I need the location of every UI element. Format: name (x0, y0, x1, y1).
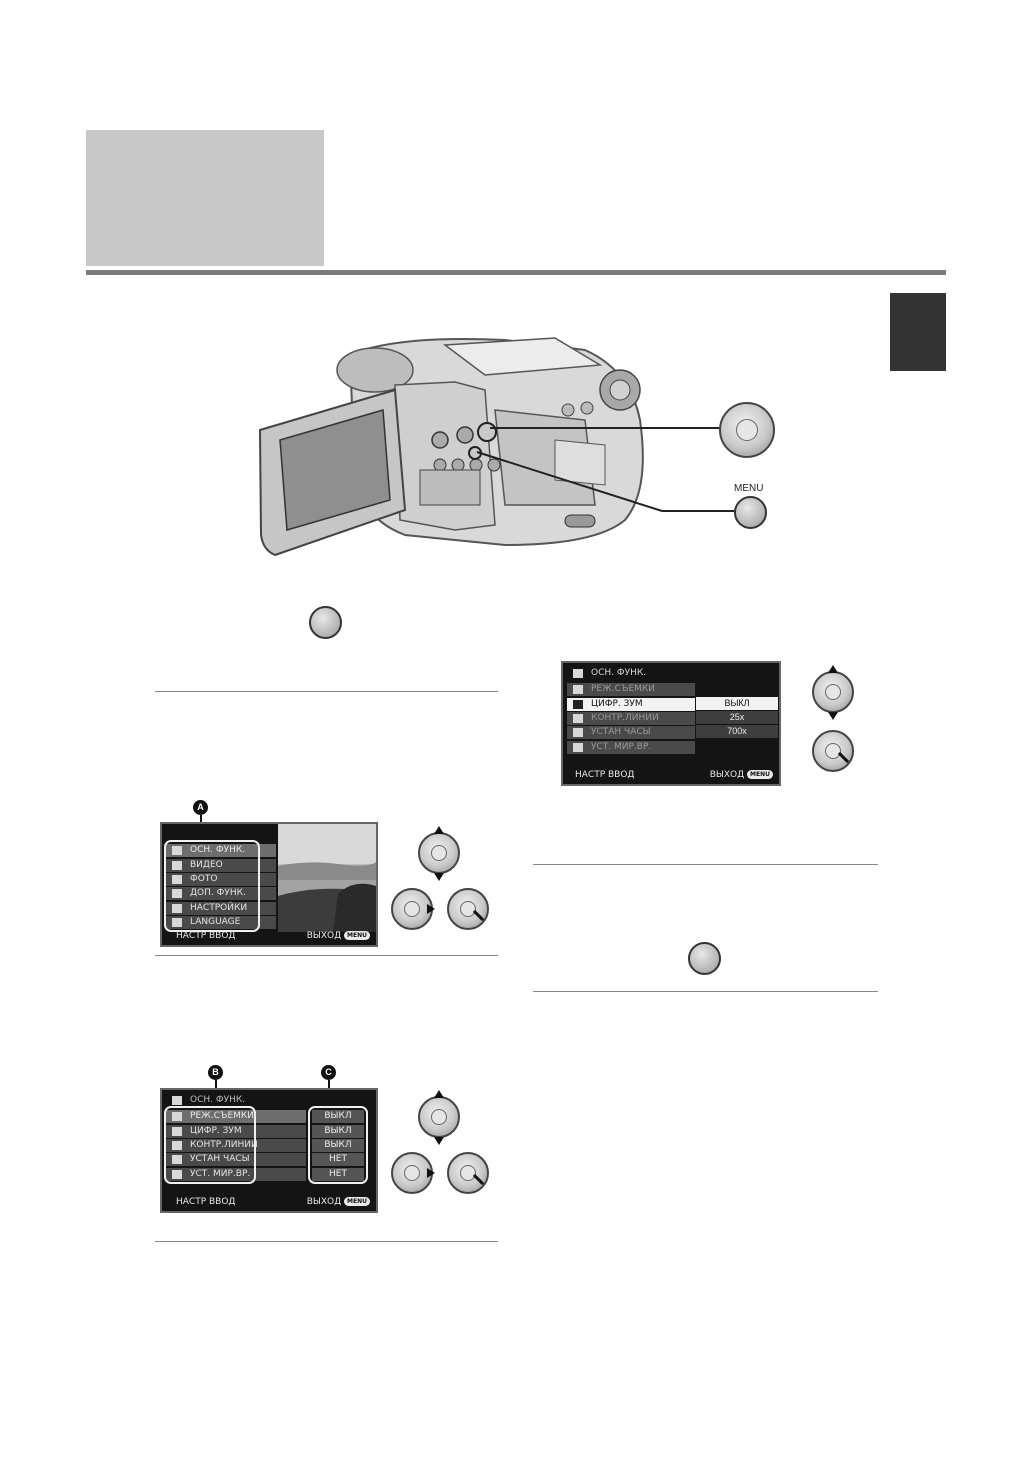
menu-zoom-item-4: УСТАН ЧАСЫ (567, 726, 695, 739)
menu-sub-item-2: ЦИФР. ЗУМ (166, 1125, 306, 1138)
menu-sub-footer-left: НАСТР ВВОД (176, 1197, 236, 1207)
menu-top-item-6: LANGUAGE (166, 916, 276, 929)
arrow-right-icon-2 (427, 1168, 435, 1178)
left-rule-3 (155, 1241, 498, 1242)
menu-zoom-item-1: РЕЖ.СЪЕМКИ (567, 683, 695, 696)
zoom-option-25x: 25x (696, 711, 778, 724)
joystick-right-icon-2 (391, 1152, 433, 1194)
menu-label: MENU (734, 483, 764, 494)
arrow-down-icon-1 (434, 873, 444, 881)
joystick-updown-icon-2 (418, 1096, 460, 1138)
preview-landscape-image (278, 824, 376, 932)
menu-sub-value-3: ВЫКЛ (312, 1139, 364, 1152)
menu-top-item-1: ОСН. ФУНК. (166, 844, 276, 857)
arrow-up-icon-2 (434, 1090, 444, 1098)
menu-top-footer-right: ВЫХОД MENU (307, 931, 370, 941)
header-divider (86, 270, 946, 275)
left-rule-1 (155, 691, 498, 692)
exit-menu-button (688, 942, 721, 975)
menu-sub-value-4: НЕТ (312, 1153, 364, 1166)
menu-sub-header: ОСН. ФУНК. (166, 1094, 376, 1107)
menu-top-item-3: ФОТО (166, 873, 276, 886)
section-title-box (86, 130, 324, 266)
menu-zoom-item-3: КОНТР.ЛИНИИ (567, 712, 695, 725)
arrow-right-icon-1 (427, 904, 435, 914)
joystick-press-icon-1 (447, 888, 489, 930)
menu-sub-value-2: ВЫКЛ (312, 1125, 364, 1138)
chapter-side-tab (890, 293, 946, 371)
callout-box-c (308, 1106, 368, 1184)
menu-zoom-footer-right: ВЫХОД MENU (710, 770, 773, 780)
zoom-option-off: ВЫКЛ (696, 697, 778, 710)
zoom-option-700x: 700x (696, 725, 778, 738)
menu-callout-button (734, 496, 767, 529)
menu-zoom-footer-left: НАСТР ВВОД (575, 770, 635, 780)
menu-sub-item-4: УСТАН ЧАСЫ (166, 1153, 306, 1166)
badge-b: B (208, 1065, 223, 1080)
menu-top-item-2: ВИДЕО (166, 859, 276, 872)
joystick-press-icon-2 (447, 1152, 489, 1194)
right-rule-1 (533, 864, 878, 865)
menu-top-screen: ОСН. ФУНК. ВИДЕО ФОТО ДОП. ФУНК. НАСТРОЙ… (160, 822, 378, 947)
arrow-down-icon-3 (828, 712, 838, 720)
joystick-press-icon-3 (812, 730, 854, 772)
badge-a: A (193, 800, 208, 815)
badge-c: C (321, 1065, 336, 1080)
menu-sub-value-1: ВЫКЛ (312, 1110, 364, 1123)
joystick-updown-icon-3 (812, 671, 854, 713)
arrow-up-icon-3 (828, 665, 838, 673)
menu-top-item-5: НАСТРОЙКИ (166, 902, 276, 915)
menu-top-item-4: ДОП. ФУНК. (166, 887, 276, 900)
right-rule-2 (533, 991, 878, 992)
menu-zoom-item-5: УСТ. МИР.ВР. (567, 741, 695, 754)
menu-sub-item-5: УСТ. МИР.ВР. (166, 1168, 306, 1181)
joystick-updown-icon-1 (418, 832, 460, 874)
menu-sub-item-1: РЕЖ.СЪЕМКИ (166, 1110, 306, 1123)
arrow-up-icon-1 (434, 826, 444, 834)
callout-leader-lines (476, 427, 735, 512)
menu-sub-footer-right: ВЫХОД MENU (307, 1197, 370, 1207)
left-rule-2 (155, 955, 498, 956)
callout-box-a (164, 840, 260, 932)
menu-zoom-item-2: ЦИФР. ЗУМ (567, 698, 695, 711)
joystick-callout-button (719, 402, 775, 458)
camcorder-illustration (258, 337, 644, 557)
menu-top-footer-left: НАСТР ВВОД (176, 931, 236, 941)
menu-sub-value-5: НЕТ (312, 1168, 364, 1181)
menu-zoom-header: ОСН. ФУНК. (567, 667, 779, 680)
menu-sub-item-3: КОНТР.ЛИНИИ (166, 1139, 306, 1152)
menu-sub-screen: ОСН. ФУНК. РЕЖ.СЪЕМКИ ЦИФР. ЗУМ КОНТР.ЛИ… (160, 1088, 378, 1213)
step1-menu-button (309, 606, 342, 639)
callout-box-b (164, 1106, 256, 1184)
arrow-down-icon-2 (434, 1137, 444, 1145)
